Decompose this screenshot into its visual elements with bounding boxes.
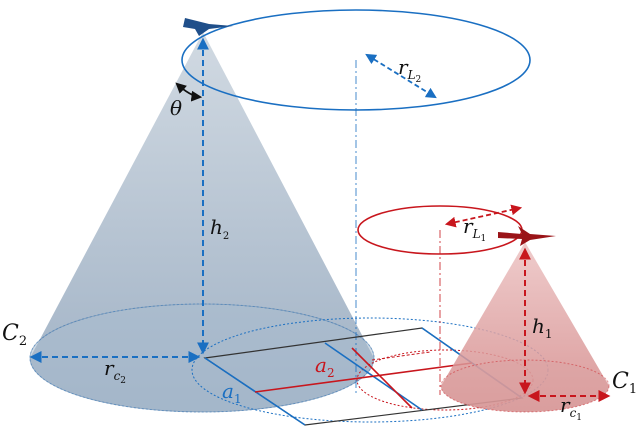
- C2-label: C2: [2, 321, 27, 349]
- a1-label: a1: [222, 379, 242, 406]
- rL1-label: rL1: [463, 214, 486, 244]
- rL1-arrow: [444, 204, 523, 228]
- rc2-label: rc2: [104, 356, 126, 386]
- h2-label: h2: [210, 215, 229, 242]
- rL2-label: rL2: [398, 55, 421, 85]
- C1-label: C1: [612, 369, 637, 397]
- theta-label: θ: [170, 96, 182, 120]
- rL2-arrow: [365, 53, 437, 99]
- a2-label: a2: [315, 353, 335, 380]
- h1-label: h1: [532, 314, 553, 341]
- uav-blue-icon: [183, 18, 233, 36]
- a2-edge: [254, 362, 473, 393]
- theta-arc: [175, 82, 203, 102]
- uav-red-icon: [498, 226, 556, 246]
- a2-cross: [351, 347, 413, 409]
- inner-rect-line: [371, 351, 431, 361]
- rc1-label: rc1: [560, 393, 582, 423]
